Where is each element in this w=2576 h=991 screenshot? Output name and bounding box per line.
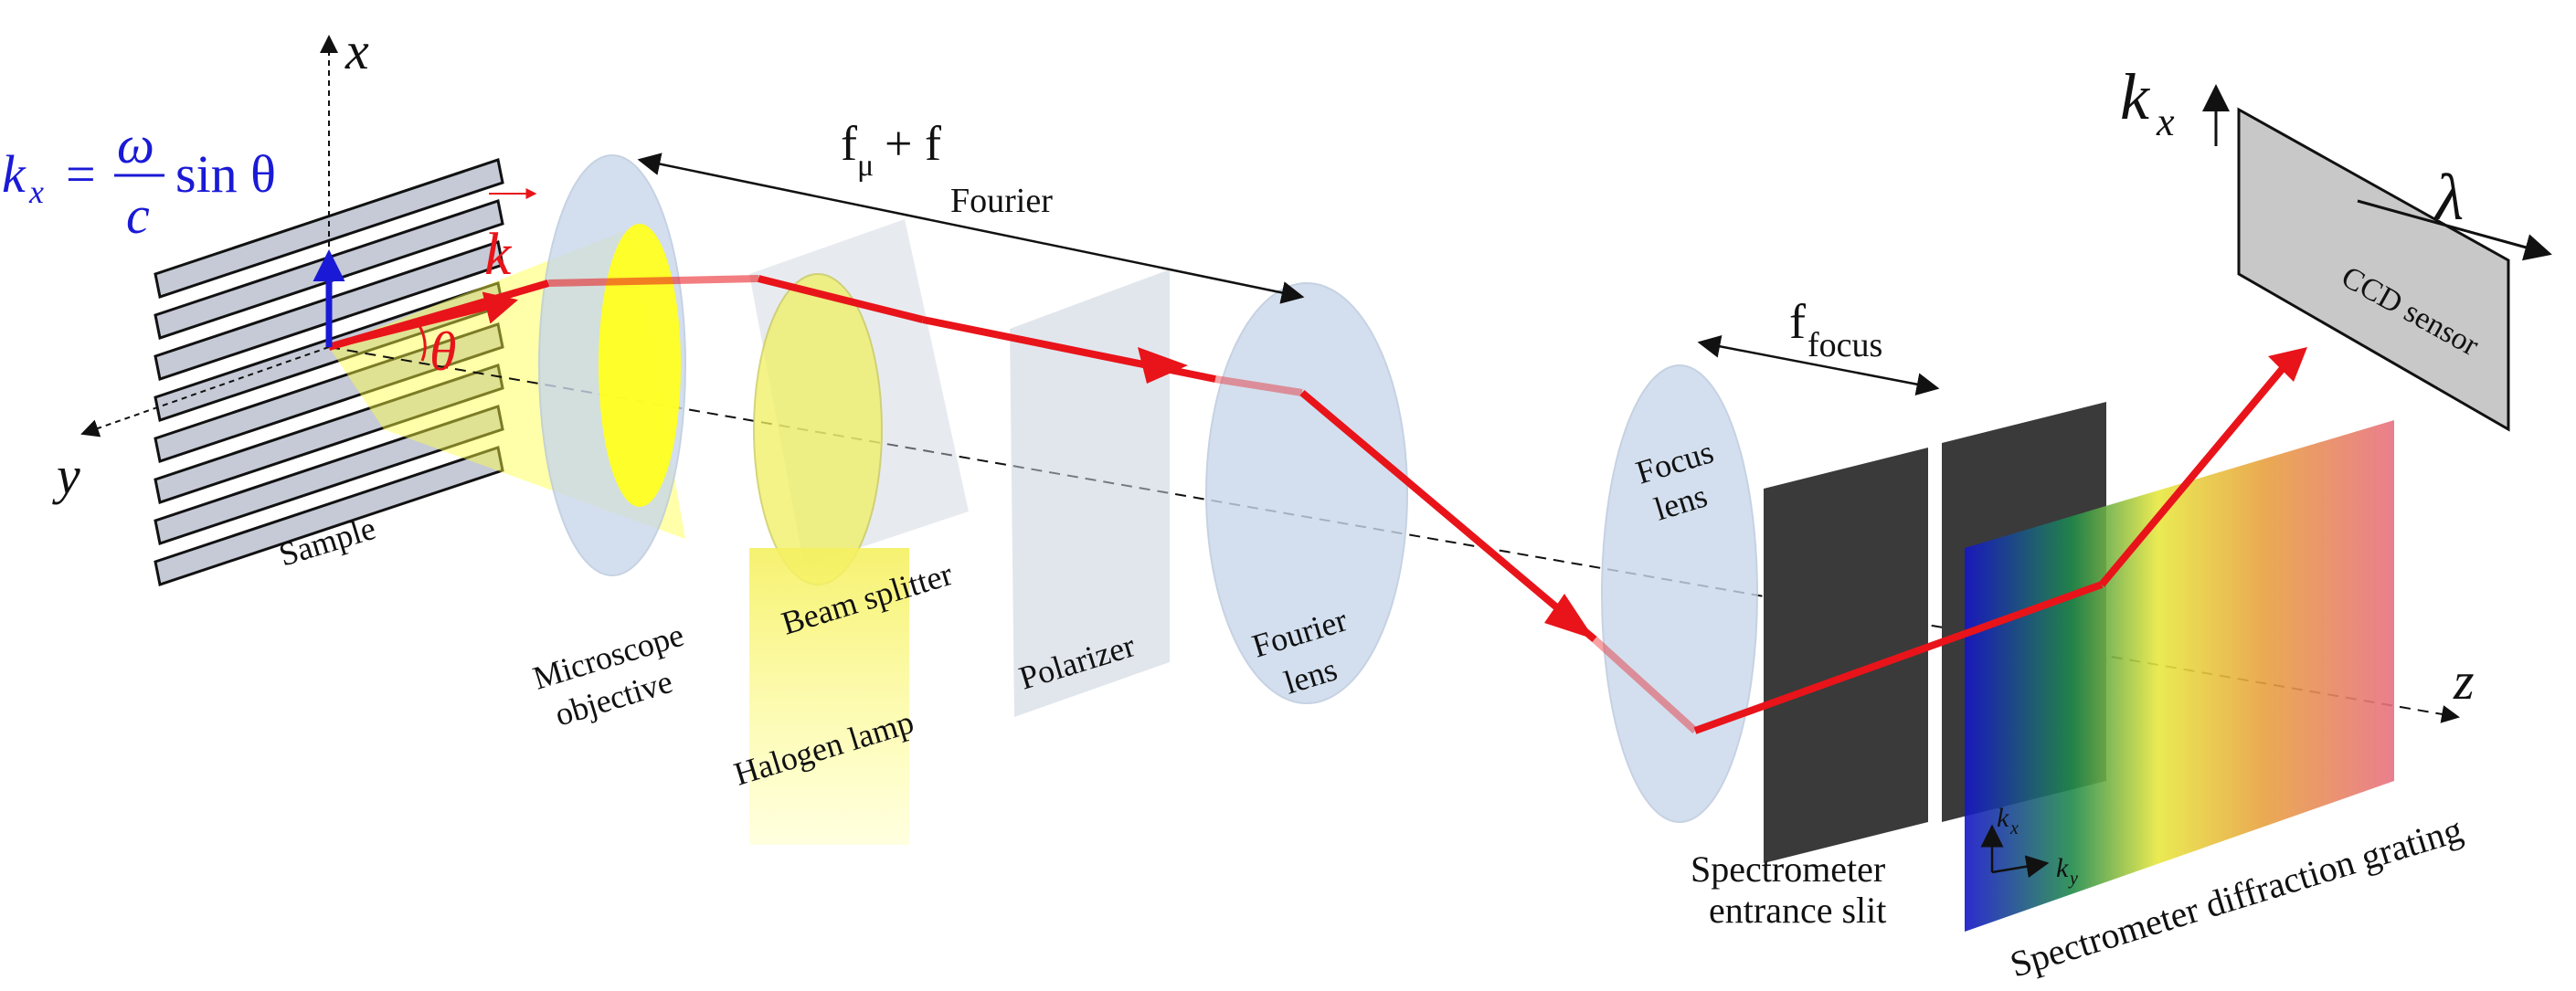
- polarizer: [1010, 269, 1170, 717]
- formula-rhs: sin θ: [175, 144, 276, 204]
- k-vector: [328, 291, 518, 350]
- ffocus-label: f focus: [1789, 294, 1882, 364]
- theta-label: θ: [429, 322, 456, 382]
- grating-axes: [1980, 824, 2050, 879]
- focus-lens: [1601, 364, 1758, 823]
- entrance-slit-label-1: Spectrometer: [1691, 849, 1885, 890]
- svg-text:+ f: + f: [885, 116, 941, 171]
- ffocus-arrow: [1697, 334, 1940, 396]
- svg-text:f: f: [1789, 294, 1806, 349]
- ccd-kx-label: k x: [2120, 60, 2175, 144]
- svg-text:y: y: [2068, 869, 2078, 889]
- fourier-lens: [1205, 282, 1408, 704]
- svg-text:x: x: [2009, 818, 2019, 838]
- ccd-sensor: [2237, 107, 2510, 432]
- diffraction-grating: [1965, 420, 2394, 932]
- ccd-lambda-label: λ: [2433, 161, 2464, 234]
- svg-text:k: k: [2056, 853, 2069, 883]
- red-beam-arrows: [1138, 347, 2307, 639]
- z-axis-label: z: [2453, 651, 2475, 711]
- microscope-objective: [538, 154, 686, 576]
- entrance-slit-label-2: entrance slit: [1709, 890, 1886, 931]
- svg-text:Fourier: Fourier: [950, 182, 1053, 220]
- grating-kx-label: k x: [1997, 803, 2019, 838]
- svg-text:focus: focus: [1807, 326, 1882, 364]
- svg-text:f: f: [841, 116, 857, 171]
- grating-ky-label: k y: [2056, 853, 2078, 889]
- formula-lhs: k: [2, 144, 27, 204]
- beam-splitter: [749, 219, 969, 585]
- svg-text:k: k: [1997, 803, 2009, 833]
- x-axis-label: x: [345, 21, 369, 80]
- fmu-fourier-arrow: [637, 153, 1305, 304]
- k-label: k: [484, 221, 513, 288]
- halogen-lamp-beam: [749, 548, 909, 845]
- theta-arc: [417, 323, 427, 362]
- formula-lhs-sub: x: [28, 174, 44, 210]
- y-axis-label: y: [52, 446, 80, 505]
- formula-denominator: c: [126, 185, 150, 245]
- svg-text:k: k: [2120, 60, 2151, 133]
- ccd-lambda-arrow: [2357, 199, 2552, 261]
- formula-numerator: ω: [117, 115, 154, 174]
- svg-text:x: x: [2156, 100, 2175, 144]
- formula-equals: =: [66, 144, 96, 204]
- kx-formula: k x = ω c sin θ: [2, 115, 276, 245]
- fmu-fourier-label: f μ + f Fourier: [841, 116, 1053, 220]
- svg-text:μ: μ: [857, 149, 874, 183]
